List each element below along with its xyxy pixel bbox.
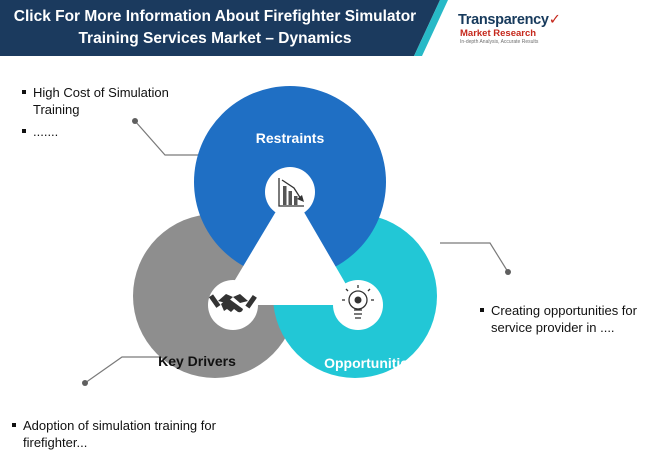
logo-subtitle: Market Research <box>460 28 537 39</box>
logo-wordmark: Transparency✓ <box>458 12 638 28</box>
connector-lines <box>84 120 509 384</box>
logo-main-text: Transparency <box>458 12 549 28</box>
bullet-marker <box>22 129 26 133</box>
drivers-label: Key Drivers <box>158 353 236 369</box>
center-triangle <box>220 188 358 305</box>
opportunities-connector <box>440 242 509 273</box>
opportunities-label: Opportunities <box>324 355 416 371</box>
restraints-connector <box>134 120 205 156</box>
drivers-callout: Adoption of simulation training for fire… <box>12 417 252 451</box>
banner-dark <box>0 0 440 56</box>
restraints-callout-2: ....... <box>22 123 182 140</box>
title-line-1: Click For More Information About Firefig… <box>13 8 417 25</box>
drivers-connector-dot <box>82 380 88 386</box>
banner-shape <box>0 0 448 56</box>
banner-accent-stripe <box>414 0 448 56</box>
restraints-callout-1: High Cost of Simulation Training <box>22 84 182 118</box>
opportunities-callout: Creating opportunities for service provi… <box>480 302 650 336</box>
bullet-marker <box>22 90 26 94</box>
header-banner: Click For More Information About Firefig… <box>0 0 650 62</box>
lightbulb-gear-icon <box>342 285 374 319</box>
title-line-2: Training Services Market – Dynamics <box>78 30 352 47</box>
restraints-connector-dot <box>132 118 138 124</box>
callout-text: Adoption of simulation training for fire… <box>23 418 216 450</box>
page-title[interactable]: Click For More Information About Firefig… <box>0 6 430 50</box>
logo-check-icon: ✓ <box>548 12 561 28</box>
opportunities-connector-dot <box>505 269 511 275</box>
callout-text: Creating opportunities for service provi… <box>491 303 637 335</box>
callout-text: High Cost of Simulation Training <box>33 85 169 117</box>
declining-bar-chart-icon <box>278 178 304 207</box>
restraints-label: Restraints <box>256 130 325 146</box>
opportunities-icon-circle <box>333 280 383 330</box>
drivers-connector <box>84 356 160 384</box>
bullet-marker <box>12 423 16 427</box>
logo-tagline: In-depth Analysis, Accurate Results <box>460 39 539 45</box>
bullet-marker <box>480 308 484 312</box>
handshake-icon <box>208 294 257 313</box>
callout-text: ....... <box>33 124 59 139</box>
company-logo[interactable]: Transparency✓ Market Research In-depth A… <box>458 12 638 46</box>
